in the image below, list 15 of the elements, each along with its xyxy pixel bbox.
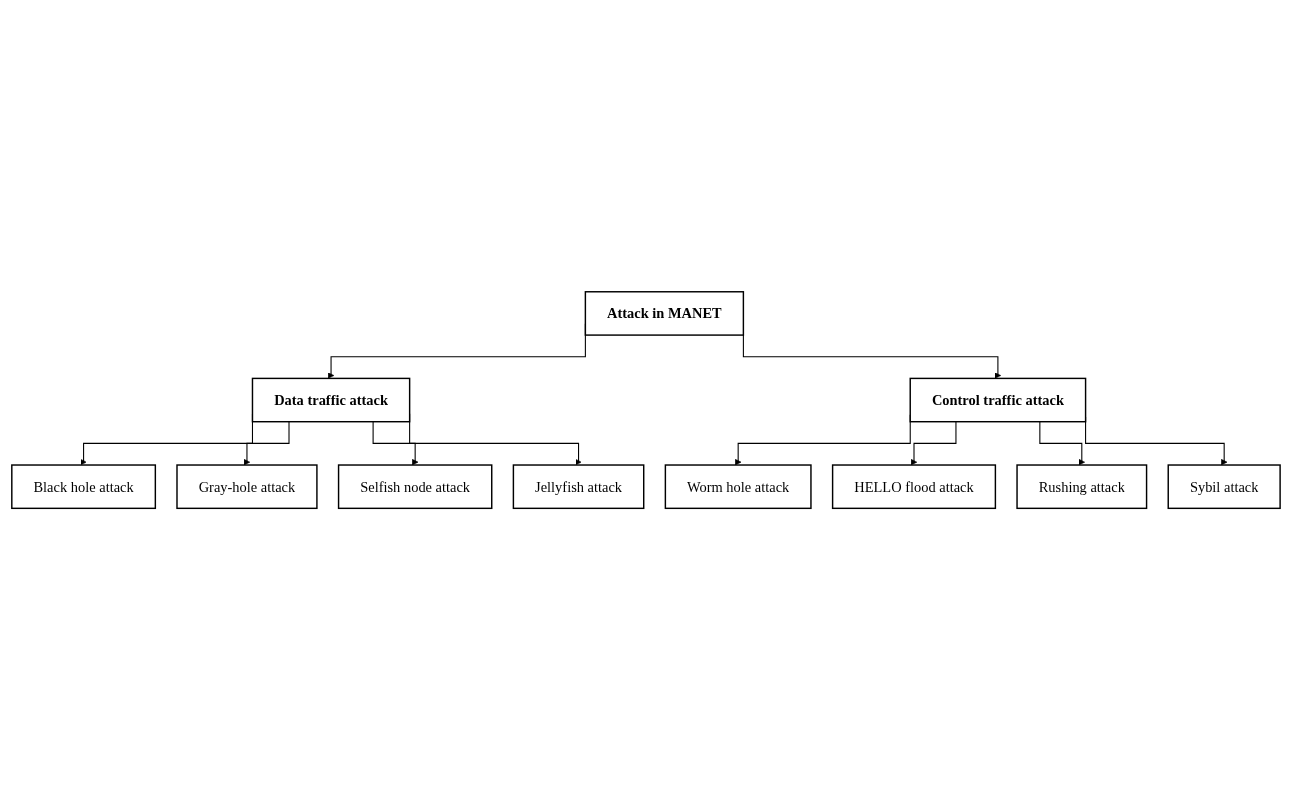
node-box: Worm hole attack [664,464,812,510]
arrow [372,421,419,466]
node-box: Jellyfish attack [512,464,645,510]
node-box: Black hole attack [11,464,157,510]
node-box: Gray-hole attack [176,464,318,510]
node-box: Rushing attack [1016,464,1148,510]
arrow [910,421,957,466]
node-box: HELLO flood attack [831,464,997,510]
arrow [1039,421,1085,466]
node-box: Data traffic attack [251,378,411,423]
node-box: Sybil attack [1167,464,1281,510]
arrow [243,421,290,466]
node-box: Attack in MANET [584,291,745,337]
node-box: Selfish node attack [337,464,493,510]
node-box: Control traffic attack [909,378,1087,423]
